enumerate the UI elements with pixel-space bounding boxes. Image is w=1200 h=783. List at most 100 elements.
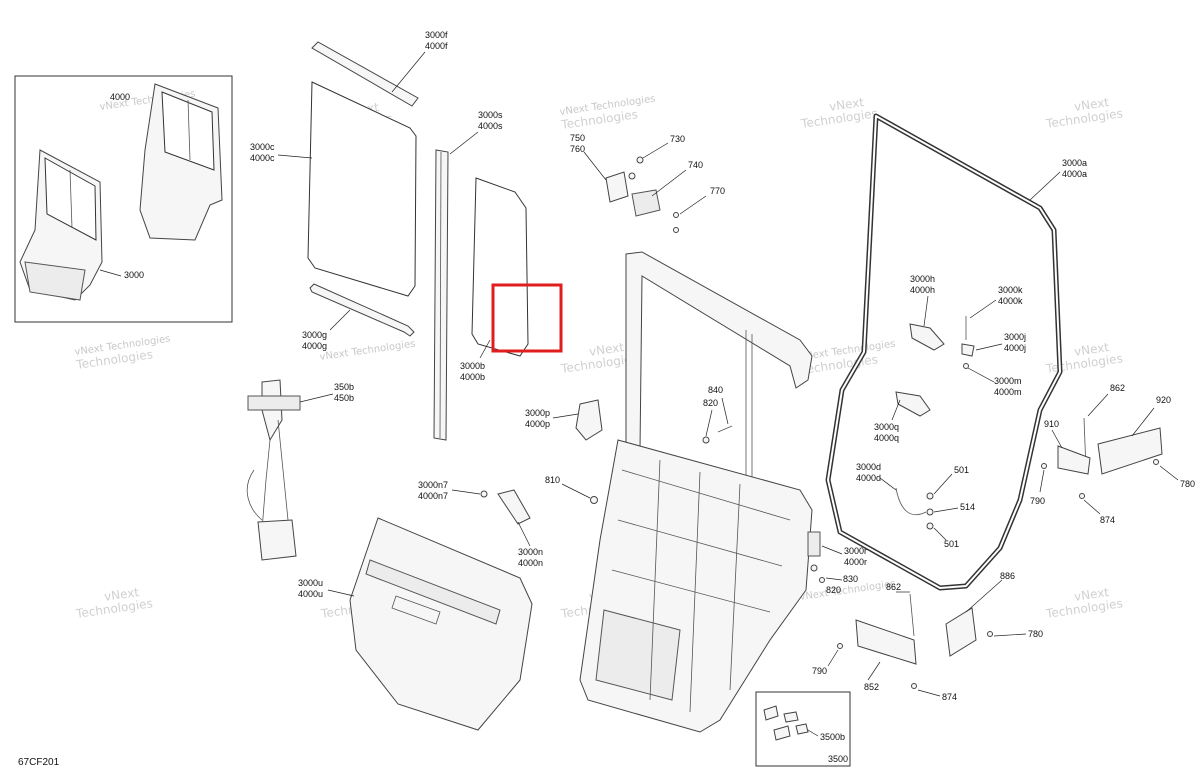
label-3000n7: 3000n7 xyxy=(418,480,448,490)
frame-rib xyxy=(621,469,791,521)
clip-501 xyxy=(926,492,934,500)
leader xyxy=(651,169,687,197)
label-730: 730 xyxy=(670,134,685,144)
regulator-rail xyxy=(277,419,289,521)
frame-rib xyxy=(617,519,783,567)
large-glass-panel xyxy=(307,81,417,297)
label-501: 501 xyxy=(944,539,959,549)
leader xyxy=(449,131,479,155)
leader xyxy=(967,367,995,383)
leader xyxy=(679,195,707,215)
label-3000p: 3000p xyxy=(525,408,550,418)
hinge-lower: 862 886 780 790 852 874 xyxy=(812,571,1043,702)
screw-780 xyxy=(1153,459,1159,465)
leader xyxy=(993,633,1027,637)
label-4000-inset: 4000 xyxy=(110,92,130,102)
inset-divider xyxy=(187,99,191,161)
handle-bezel xyxy=(895,391,931,417)
inset-overview: 4000 3000 xyxy=(14,75,233,323)
spring xyxy=(963,363,969,369)
leader xyxy=(867,661,881,681)
leader xyxy=(807,729,819,737)
door-upper-frame xyxy=(625,251,813,453)
label-4000a: 4000a xyxy=(1062,169,1087,179)
leader xyxy=(99,269,122,277)
clip xyxy=(480,490,488,498)
leader xyxy=(705,409,713,437)
clip-501 xyxy=(926,522,934,530)
label-3000r: 3000r xyxy=(844,546,867,556)
inset-frame xyxy=(14,75,233,323)
part-3000d: 3000d 4000d 501 514 501 xyxy=(856,462,975,549)
leader xyxy=(1039,469,1045,493)
leader xyxy=(965,579,1003,613)
inner-handle xyxy=(497,489,531,525)
label-3000u: 3000u xyxy=(298,578,323,588)
label-4000q: 4000q xyxy=(874,433,899,443)
small-glass-panel xyxy=(471,177,529,357)
regulator-base xyxy=(257,519,297,561)
label-4000c: 4000c xyxy=(250,153,275,163)
leader xyxy=(1159,465,1179,481)
label-3500b: 3500b xyxy=(820,732,845,742)
hinge-plate-920 xyxy=(1097,427,1163,475)
part-3000p: 3000p 4000p xyxy=(525,399,603,441)
washer xyxy=(702,436,710,444)
screw-790 xyxy=(837,643,843,649)
label-4000n: 4000n xyxy=(518,558,543,568)
label-4000h: 4000h xyxy=(910,285,935,295)
leader xyxy=(1083,499,1101,515)
kit-clip xyxy=(763,705,779,721)
leader xyxy=(721,397,729,425)
screw xyxy=(673,227,679,233)
leader xyxy=(561,483,591,499)
kit-3500: 3500b 3500 xyxy=(755,691,851,767)
label-4000r: 4000r xyxy=(844,557,867,567)
label-3000q: 3000q xyxy=(874,422,899,432)
regulator-bracket xyxy=(247,395,301,411)
label-4000j: 4000j xyxy=(1004,343,1026,353)
leader xyxy=(923,295,929,327)
seal-strip-top xyxy=(311,41,419,107)
leader xyxy=(329,309,351,331)
svg-text:vNext: vNext xyxy=(1073,340,1110,359)
svg-text:vNext: vNext xyxy=(1073,585,1110,604)
svg-text:vNext: vNext xyxy=(588,340,625,359)
fasteners-center: 820 840 810 xyxy=(545,385,733,504)
leader xyxy=(299,393,334,403)
kit-clip xyxy=(795,723,809,735)
leader xyxy=(933,507,959,513)
label-3000f: 3000f xyxy=(425,30,448,40)
label-810: 810 xyxy=(545,475,560,485)
frame-rib xyxy=(611,569,771,613)
hinge-plate-886 xyxy=(945,607,977,657)
door-panel-crease xyxy=(365,559,501,625)
leader xyxy=(933,473,953,495)
leader xyxy=(827,649,839,667)
highlight-box[interactable] xyxy=(491,283,563,353)
label-750: 750 xyxy=(570,133,585,143)
nut-874 xyxy=(1079,493,1085,499)
label-830: 830 xyxy=(843,574,858,584)
screw xyxy=(673,212,679,218)
hinge-pin xyxy=(909,593,915,637)
label-840: 840 xyxy=(708,385,723,395)
glass-channel xyxy=(433,149,449,441)
svg-text:vNext: vNext xyxy=(103,585,140,604)
leader xyxy=(327,589,355,597)
leader xyxy=(879,477,897,491)
label-886: 886 xyxy=(1000,571,1015,581)
label-790: 790 xyxy=(1030,496,1045,506)
regulator-rail xyxy=(261,439,271,531)
door-outer-panel xyxy=(349,517,533,731)
kit-clip xyxy=(773,725,791,741)
part-3000a: 3000a 4000a xyxy=(825,113,1087,591)
leader xyxy=(969,299,997,319)
leader xyxy=(583,151,607,181)
label-3000s: 3000s xyxy=(478,110,503,120)
label-4000k: 4000k xyxy=(998,296,1023,306)
